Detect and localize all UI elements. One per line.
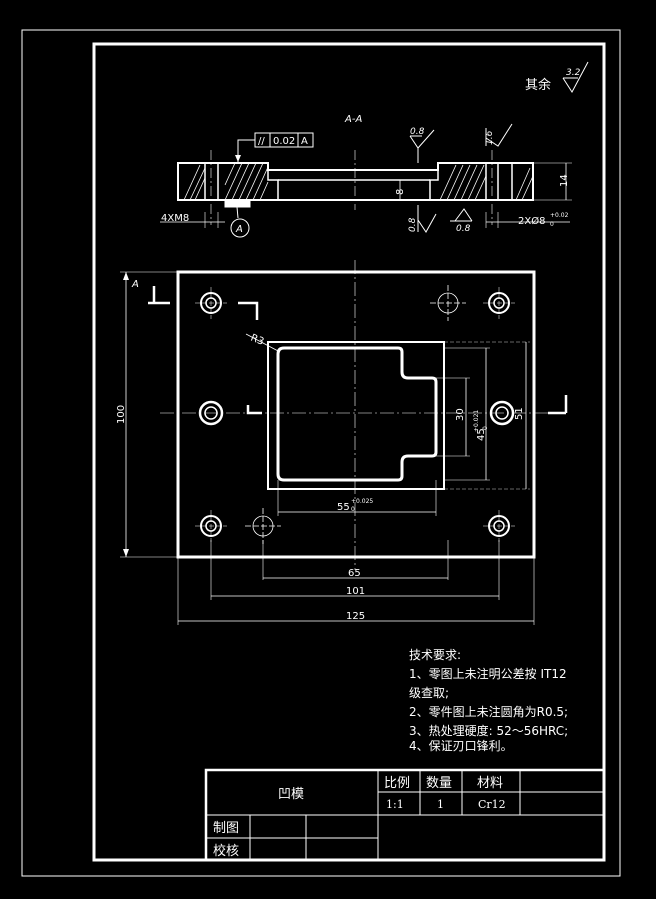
thickness-dim: 14	[559, 174, 570, 187]
material-value: Cr12	[478, 798, 506, 811]
drawn-by-label: 制图	[213, 821, 239, 836]
hatch-left	[183, 162, 269, 201]
pin-hole-callout: 2XØ8	[518, 215, 545, 227]
tech-req-line: 级查取;	[409, 686, 449, 700]
width-125-dim: 125	[346, 611, 365, 622]
title-block: 凹模 比例 数量 材料 1:1 1 Cr12 制图 校核	[204, 768, 606, 862]
cavity-profile	[276, 346, 438, 482]
hole-vertical-dim: 51	[514, 407, 525, 420]
surface-finish-note: 其余 3.2	[525, 61, 589, 93]
tech-req-line: 3、热处理硬度: 52～56HRC;	[409, 723, 568, 738]
cavity-h-tol-upper: +0.021	[473, 410, 480, 432]
quantity-value: 1	[437, 798, 444, 811]
roughness-mark: 0.8	[456, 224, 471, 234]
tolerance-datum: A	[301, 136, 308, 147]
checked-by-label: 校核	[213, 843, 239, 859]
outer-border	[21, 29, 621, 877]
cavity-w-tol-upper: +0.025	[351, 498, 373, 505]
pin-tol-upper: +0.02	[550, 212, 569, 219]
width-65-dim: 65	[348, 568, 361, 579]
roughness-mark: 0.8	[410, 127, 425, 137]
depth-dim: 8	[395, 189, 406, 195]
cavity-w-tol-lower: 0	[351, 506, 355, 513]
section-label: A-A	[344, 114, 362, 125]
cavity-height-small-dim: 30	[455, 408, 466, 421]
scale-value: 1:1	[386, 798, 404, 811]
roughness-symbol-icon	[562, 61, 589, 93]
roughness-mark: 1.6	[485, 130, 495, 145]
pin-tol-lower: 0	[550, 221, 554, 228]
surface-finish-value: 3.2	[566, 68, 581, 78]
hatch-right	[439, 164, 534, 201]
tech-req-title: 技术要求:	[409, 648, 461, 662]
section-body	[177, 162, 534, 201]
pin-hole-right	[489, 400, 515, 426]
datum-label: A	[235, 224, 243, 235]
hole-hidden-tr	[430, 285, 466, 321]
tech-requirements: 技术要求: 1、零图上未注明公差按 IT12 级查取; 2、零件图上未注圆角为R…	[409, 648, 568, 753]
datum-circle	[230, 218, 250, 238]
cavity-h-tol-lower: 0	[482, 426, 489, 430]
tolerance-frame: // 0.02 A	[235, 132, 314, 162]
plate-outline	[176, 270, 536, 559]
width-101-dim: 101	[346, 586, 365, 597]
parallelism-symbol: //	[258, 136, 265, 147]
part-name: 凹模	[278, 787, 304, 802]
header-quantity: 数量	[426, 776, 452, 791]
cavity-height-large-dim: 45	[476, 428, 487, 441]
section-marker-label: A	[131, 279, 139, 290]
surface-finish-label: 其余	[525, 77, 551, 93]
cavity-width-dim: 55	[337, 502, 350, 513]
radius-dim: R3	[249, 333, 265, 348]
tech-req-line: 4、保证刃口锋利。	[409, 739, 513, 753]
tech-req-line: 2、零件图上未注圆角为R0.5;	[409, 704, 568, 719]
datum-feature	[224, 199, 251, 208]
roughness-mark: 0.8	[408, 217, 418, 232]
cavity-outer	[267, 341, 445, 490]
tech-req-line: 1、零图上未注明公差按 IT12	[409, 666, 567, 681]
plan-view: R3	[116, 260, 568, 625]
section-view: A-A	[160, 114, 572, 238]
hole-hidden-bl	[245, 508, 281, 544]
header-material: 材料	[477, 776, 503, 791]
header-scale: 比例	[384, 776, 410, 791]
section-marker-left	[148, 286, 568, 415]
height-dim: 100	[116, 405, 127, 424]
tolerance-value: 0.02	[273, 136, 295, 147]
thread-callout: 4XM8	[161, 213, 189, 224]
pin-hole-left	[198, 400, 224, 426]
